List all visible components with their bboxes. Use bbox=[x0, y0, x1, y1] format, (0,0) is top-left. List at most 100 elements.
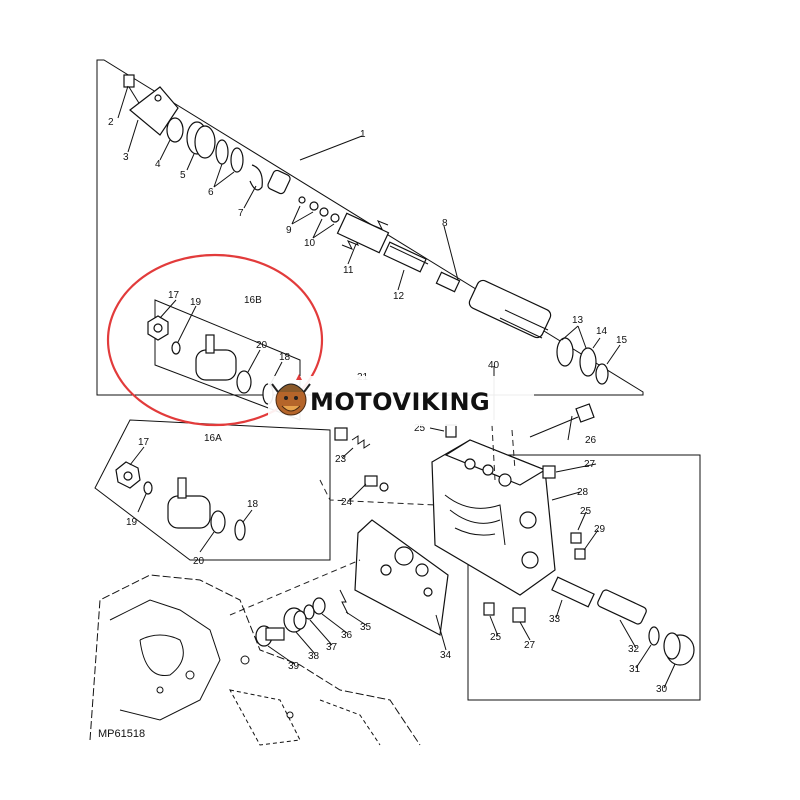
label-13: 13 bbox=[572, 315, 584, 326]
label-37: 37 bbox=[326, 642, 338, 653]
label-20-b: 20 bbox=[256, 340, 268, 351]
ring-29 bbox=[574, 548, 586, 560]
plug-27-bottom bbox=[512, 607, 526, 623]
watermark: MOTOVIKING bbox=[268, 374, 534, 426]
label-16B: 16B bbox=[244, 295, 262, 306]
frame-assembly-1 bbox=[96, 59, 644, 396]
label-27-top: 27 bbox=[584, 459, 596, 470]
label-12: 12 bbox=[393, 291, 405, 302]
label-38: 38 bbox=[308, 651, 320, 662]
label-25-bottom: 25 bbox=[490, 632, 502, 643]
snap-ring-7 bbox=[249, 164, 263, 191]
label-34: 34 bbox=[440, 650, 452, 661]
label-5: 5 bbox=[180, 170, 186, 181]
label-30: 30 bbox=[656, 684, 668, 695]
seal-18-a bbox=[234, 519, 246, 541]
label-24: 24 bbox=[341, 497, 353, 508]
label-18-a: 18 bbox=[247, 499, 259, 510]
washer-19-a bbox=[143, 481, 153, 495]
spring-12 bbox=[383, 241, 429, 273]
label-3: 3 bbox=[123, 152, 129, 163]
label-31: 31 bbox=[629, 664, 641, 675]
plug-27-top bbox=[542, 465, 556, 479]
label-18-b: 18 bbox=[279, 352, 291, 363]
label-6: 6 bbox=[208, 187, 214, 198]
label-40: 40 bbox=[488, 360, 500, 371]
plug-39 bbox=[255, 625, 285, 647]
nut-17-b bbox=[147, 315, 169, 341]
transmission-housing bbox=[89, 574, 421, 746]
spring-11 bbox=[336, 212, 390, 254]
seal-13 bbox=[556, 337, 574, 367]
label-15: 15 bbox=[616, 335, 628, 346]
plug-25-right bbox=[570, 532, 582, 544]
label-20-a: 20 bbox=[193, 556, 205, 567]
label-14: 14 bbox=[596, 326, 608, 337]
leader-dashed-2 bbox=[229, 559, 361, 616]
label-27-bottom: 27 bbox=[524, 640, 536, 651]
label-33: 33 bbox=[549, 614, 561, 625]
spring-23 bbox=[334, 427, 371, 449]
label-16A: 16A bbox=[204, 433, 222, 444]
label-32: 32 bbox=[628, 644, 640, 655]
label-28: 28 bbox=[577, 487, 589, 498]
label-2: 2 bbox=[108, 117, 114, 128]
viking-mascot-logo bbox=[271, 374, 311, 416]
plug-24 bbox=[364, 475, 378, 487]
label-17-b: 17 bbox=[168, 290, 180, 301]
label-23: 23 bbox=[335, 454, 347, 465]
plug-25-bottom bbox=[483, 602, 495, 616]
o-ring-20-b bbox=[236, 370, 252, 394]
label-1: 1 bbox=[360, 129, 366, 140]
label-8: 8 bbox=[442, 218, 448, 229]
ring-37 bbox=[303, 604, 315, 620]
label-25-right: 25 bbox=[580, 506, 592, 517]
label-7: 7 bbox=[238, 208, 244, 219]
ring-14 bbox=[579, 347, 597, 377]
stop-8 bbox=[435, 271, 461, 293]
pin-35 bbox=[339, 589, 349, 615]
label-19-a: 19 bbox=[126, 517, 138, 528]
gasket-34 bbox=[354, 519, 449, 636]
label-11: 11 bbox=[343, 265, 354, 276]
callout-labels: 2 3 4 5 6 7 1 9 10 11 12 8 13 14 15 17 1… bbox=[108, 117, 668, 695]
label-29: 29 bbox=[594, 524, 606, 535]
snap-ring-15 bbox=[595, 363, 609, 385]
o-ring-20-a bbox=[210, 510, 226, 534]
label-9: 9 bbox=[286, 225, 292, 236]
seal-6a bbox=[215, 139, 229, 165]
plug-5 bbox=[186, 121, 216, 159]
plug-25-top bbox=[445, 424, 457, 438]
bolt-26 bbox=[529, 403, 595, 438]
cover-plate-3 bbox=[129, 86, 179, 136]
leader-dashed bbox=[319, 479, 436, 506]
spool-32 bbox=[597, 589, 647, 625]
watermark-text: MOTOVIKING bbox=[310, 388, 490, 416]
spool-13 bbox=[468, 279, 552, 339]
o-ring-4 bbox=[166, 117, 184, 143]
label-36: 36 bbox=[341, 630, 353, 641]
highlight-circle bbox=[106, 253, 324, 427]
solenoid-coil-16A bbox=[167, 477, 211, 529]
washer-19-b bbox=[171, 341, 181, 355]
label-26: 26 bbox=[585, 435, 597, 446]
spring-33 bbox=[551, 576, 595, 608]
o-ring-31 bbox=[648, 626, 660, 646]
frame-valve-body bbox=[467, 454, 701, 701]
plug-30 bbox=[663, 632, 695, 666]
label-39: 39 bbox=[288, 661, 300, 672]
ring-36 bbox=[312, 597, 326, 615]
label-19-b: 19 bbox=[190, 297, 202, 308]
spool-end-9 bbox=[267, 169, 340, 223]
label-17-a: 17 bbox=[138, 437, 150, 448]
label-25-top: 25 bbox=[414, 423, 426, 434]
valve-body-28 bbox=[431, 424, 556, 596]
solenoid-coil-16B bbox=[195, 334, 237, 381]
seal-6b bbox=[230, 147, 244, 173]
label-35: 35 bbox=[360, 622, 372, 633]
figure-id: MP61518 bbox=[98, 728, 145, 740]
nut-17-a bbox=[115, 461, 141, 489]
frame-16A bbox=[94, 419, 331, 561]
